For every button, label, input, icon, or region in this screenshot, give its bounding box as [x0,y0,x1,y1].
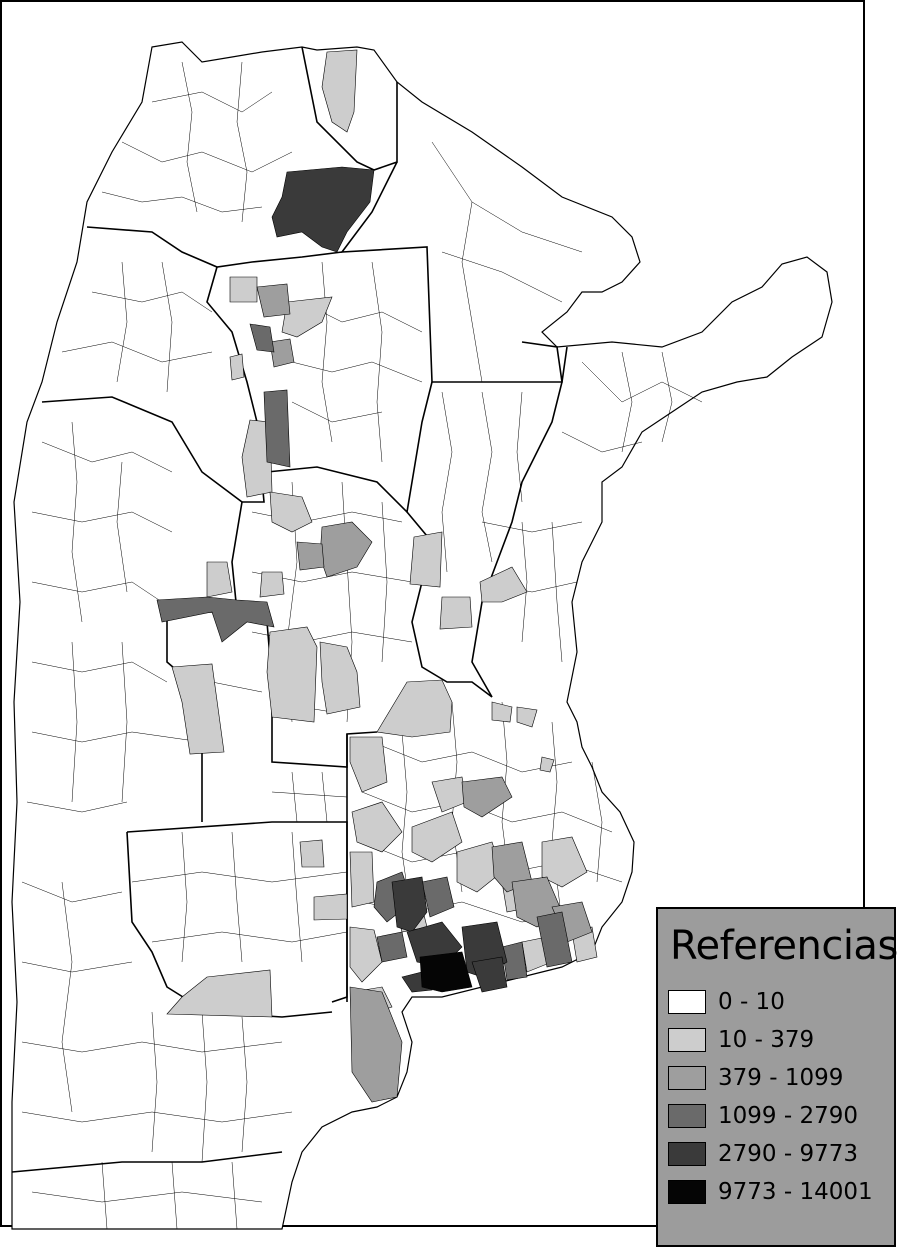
legend-title: Referencias [670,923,898,969]
legend-label: 10 - 379 [718,1027,815,1053]
legend-label: 0 - 10 [718,989,785,1015]
legend-swatch [668,990,706,1014]
legend-label: 379 - 1099 [718,1065,844,1091]
legend-item: 9773 - 14001 [668,1177,873,1207]
province-boundaries [11,46,568,1173]
legend-swatch [668,1104,706,1128]
choropleth-map [11,41,833,1230]
legend-item: 379 - 1099 [668,1063,843,1093]
legend-label: 9773 - 14001 [718,1179,873,1205]
legend-label: 2790 - 9773 [718,1141,858,1167]
legend-item: 1099 - 2790 [668,1101,858,1131]
legend-item: 2790 - 9773 [668,1139,858,1169]
country-outline [11,41,833,1230]
map-legend: Referencias 0 - 10 10 - 379 379 - 1099 1… [656,907,898,1247]
shaded-departments [156,49,598,1103]
legend-swatch [668,1142,706,1166]
legend-swatch [668,1066,706,1090]
legend-item: 0 - 10 [668,987,785,1017]
legend-label: 1099 - 2790 [718,1103,858,1129]
legend-item: 10 - 379 [668,1025,814,1055]
legend-swatch [668,1180,706,1204]
legend-swatch [668,1028,706,1052]
